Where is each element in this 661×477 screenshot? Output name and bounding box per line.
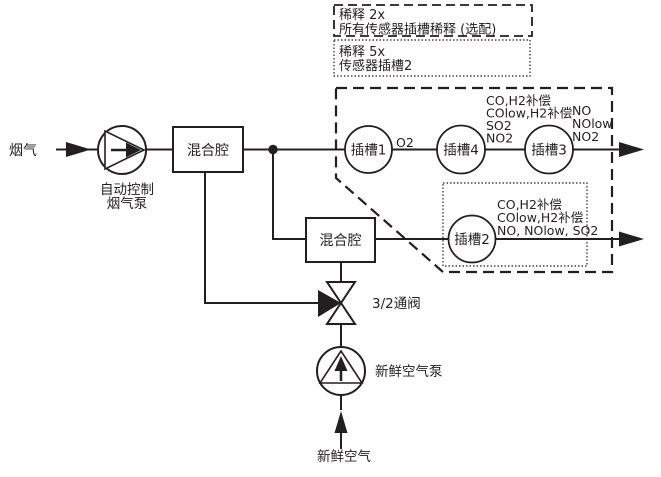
slot2-gas-label-2: COlow,H2补偿 [497, 210, 583, 225]
valve-icon [318, 281, 357, 325]
mixing-chamber-1-label: 混合腔 [187, 143, 229, 159]
dilution-5x-line2: 传感器插槽2 [339, 58, 412, 74]
dilution-region-outline [334, 86, 614, 274]
slot3-gas-label-2: NOlow [572, 116, 613, 131]
pipe-junction-to-chamber2 [272, 149, 306, 240]
slot4-gas-label-2: COlow,H2补偿 [486, 106, 572, 121]
mixing-chamber-1-box [172, 126, 244, 173]
valve-label: 3/2通阀 [372, 296, 421, 312]
flow-arrow-outlet-top [619, 142, 644, 157]
flow-arrow-freshair [334, 411, 348, 433]
pipe-chamber1-to-valve [204, 172, 319, 304]
dilution-2x-line1: 稀释 2x [339, 8, 385, 23]
flue-gas-inlet-label: 烟气 [9, 143, 37, 159]
slot4-gas-label-1: CO,H2补偿 [486, 93, 551, 108]
pump-arrow-head [126, 142, 141, 158]
flue-gas-pump-label-line1: 自动控制 [100, 182, 154, 198]
valve-top-triangle [325, 281, 357, 305]
flue-gas-pump-icon [97, 125, 147, 175]
fresh-pump-arrow-head [334, 356, 348, 371]
valve-left-port-triangle [318, 290, 341, 317]
sensor-slot-4-circle [436, 124, 486, 175]
sensor-slot-4-label: 插槽4 [443, 143, 479, 159]
dilution-2x-legend-box [333, 4, 533, 37]
slot4-gas-label-3: SO2 [486, 118, 512, 133]
slot4-gas-label-4: NO2 [486, 131, 513, 146]
slot2-gas-label-3: NO, NOlow, SO2 [497, 223, 598, 238]
fresh-air-pump-label: 新鲜空气泵 [375, 364, 443, 380]
dilution-5x-legend-box [333, 39, 531, 77]
fresh-air-inlet-label: 新鲜空气 [317, 449, 371, 465]
sensor-slot-1-label: 插槽1 [351, 143, 387, 159]
slot1-gas-label: O2 [396, 135, 414, 150]
flow-arrow-inlet [66, 142, 91, 157]
flow-arrow-outlet-bottom [619, 231, 644, 247]
flue-gas-pump-label-line2: 烟气泵 [107, 196, 148, 212]
sensor-slot-2-label: 插槽2 [454, 232, 490, 248]
slot3-gas-label-3: NO2 [572, 129, 599, 144]
mixing-chamber-2-label: 混合腔 [320, 233, 362, 249]
sensor-slot-3-circle [524, 124, 574, 175]
sensor-slot-1-circle [344, 125, 393, 174]
slot3-gas-label-1: NO [572, 103, 591, 118]
slot2-gas-label-1: CO,H2补偿 [497, 197, 562, 212]
slot2-dilution-dotted-box [442, 182, 588, 267]
sensor-slot-3-label: 插槽3 [531, 143, 567, 159]
dilution-2x-line2: 所有传感器插槽稀释 (选配) [339, 22, 496, 38]
fresh-air-pump-icon [316, 346, 366, 396]
dilution-5x-line1: 稀释 5x [339, 45, 385, 60]
